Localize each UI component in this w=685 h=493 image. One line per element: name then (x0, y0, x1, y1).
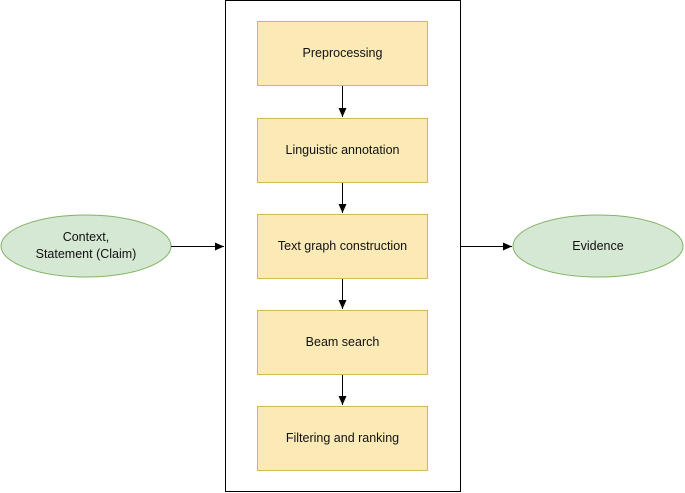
step-box-text-graph-construction (257, 214, 428, 279)
output-ellipse (512, 214, 684, 278)
step-box-linguistic-annotation (257, 118, 428, 183)
step-box-beam-search (257, 310, 428, 375)
step-box-preprocessing (257, 21, 428, 86)
input-ellipse (0, 214, 172, 278)
step-box-filtering-and-ranking (257, 406, 428, 471)
